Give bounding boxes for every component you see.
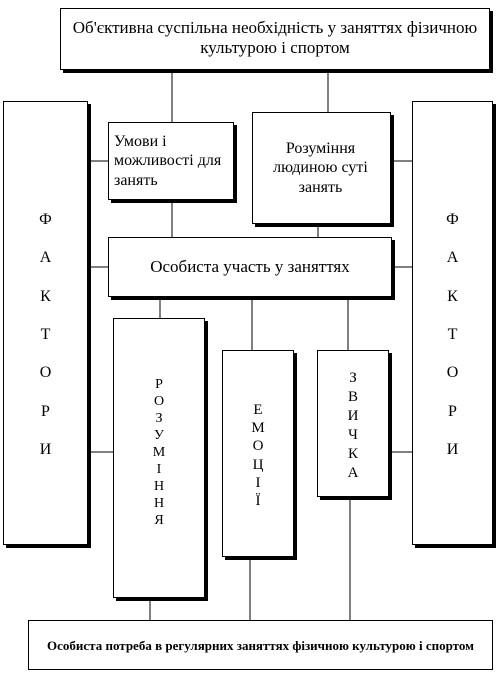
habit-vertical-box [317, 350, 389, 497]
vertical-letter: Н [153, 479, 165, 494]
vertical-letter: І [156, 462, 162, 477]
vertical-letter: О [153, 394, 165, 409]
vertical-letter: А [347, 465, 359, 481]
understanding-box-label: Розуміння людиною суті занять [273, 140, 368, 196]
left-factors-letters: Ф А К Т О Р И [3, 212, 88, 458]
vertical-letter: Ф [39, 211, 52, 228]
vertical-letter: З [155, 411, 163, 426]
vertical-letter: М [251, 420, 265, 437]
conditions-box [108, 122, 234, 200]
vertical-letter: А [39, 249, 52, 267]
vertical-letter: К [347, 446, 358, 462]
bottom-box [28, 620, 493, 670]
left-factors-box [3, 101, 88, 545]
conditions-box-label: Умови і можливості для занять [114, 133, 222, 189]
bottom-box-label: Особиста потреба в регулярних заняттях ф… [47, 638, 474, 654]
vertical-letter: Р [448, 402, 457, 420]
right-factors-letters: Ф А К Т О Р И [412, 212, 493, 458]
participation-box [108, 237, 392, 297]
understanding-box [252, 112, 391, 224]
vertical-letter: И [446, 440, 459, 458]
vertical-letter: Р [155, 377, 163, 392]
understanding-vertical-box [113, 318, 205, 598]
vertical-letter: М [152, 445, 166, 460]
vertical-letter: Е [253, 402, 263, 418]
vertical-letter: К [40, 287, 51, 305]
vertical-letter: Ї [255, 492, 261, 509]
top-box-label: Об'єктивна суспільна необхідність у заня… [72, 17, 478, 57]
vertical-letter: В [347, 389, 358, 405]
vertical-letter: И [347, 408, 359, 424]
vertical-letter: Ф [446, 211, 459, 228]
vertical-letter: О [39, 364, 52, 382]
vertical-letter: О [252, 438, 264, 455]
emotions-vertical-box [222, 350, 294, 557]
top-box [60, 8, 490, 70]
participation-box-label: Особиста участь у заняттях [150, 256, 350, 276]
right-factors-box [412, 101, 493, 545]
vertical-letter: Н [153, 496, 165, 511]
vertical-letter: Т [40, 325, 51, 343]
vertical-letter: У [154, 428, 164, 443]
vertical-letter: Ц [252, 456, 264, 473]
vertical-letter: Ч [348, 427, 358, 443]
vertical-letter: З [349, 370, 357, 386]
vertical-letter: Р [41, 402, 50, 420]
vertical-letter: К [447, 287, 458, 305]
vertical-letter: Т [447, 325, 458, 343]
vertical-letter: И [39, 440, 52, 458]
vertical-letter: О [446, 364, 459, 382]
vertical-letter: І [255, 474, 261, 491]
vertical-letter: Я [154, 513, 164, 528]
vertical-letter: А [446, 249, 459, 267]
